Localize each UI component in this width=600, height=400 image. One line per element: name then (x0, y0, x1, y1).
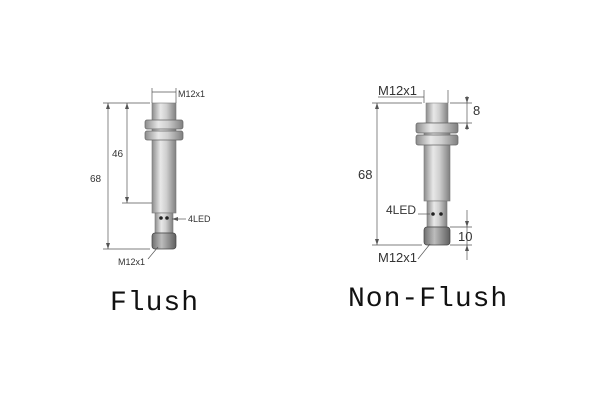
flush-caption: Flush (110, 288, 200, 319)
nonflush-caption: Non-Flush (348, 284, 509, 315)
flush-sensor-barrel (151, 102, 177, 214)
flush-thread-bottom-label: M12x1 (118, 257, 145, 267)
nonflush-led-label: 4LED (386, 203, 416, 217)
nonflush-dim-10-label: 10 (458, 229, 472, 244)
nonflush-sensor: M12x1 8 68 4LED 10 M12x1 (358, 83, 480, 265)
nonflush-dim-8-label: 8 (473, 103, 480, 118)
nonflush-sensor-nut-lower (415, 134, 459, 146)
flush-sensor-connector (154, 212, 174, 234)
flush-dim-46-label: 46 (112, 149, 124, 160)
nonflush-dimension-lines (372, 90, 472, 260)
flush-dim-68-label: 68 (90, 174, 102, 185)
flush-sensor-led-dot-2 (165, 216, 169, 220)
nonflush-sensor-tip (425, 102, 449, 124)
flush-led-label: 4LED (188, 214, 211, 224)
flush-sensor: M12x1 46 68 4LED M12x1 (90, 88, 211, 267)
flush-sensor-nut-upper (144, 119, 184, 130)
nonflush-thread-top-label: M12x1 (378, 83, 417, 98)
nonflush-sensor-led-dot-2 (439, 212, 443, 216)
flush-thread-top-label: M12x1 (178, 89, 205, 99)
flush-sensor-led-dot-1 (159, 216, 163, 220)
flush-dimension-lines (103, 88, 186, 260)
nonflush-dim-68-label: 68 (358, 167, 372, 182)
nonflush-sensor-led-dot-1 (431, 212, 435, 216)
nonflush-sensor-plug (423, 226, 451, 246)
nonflush-sensor-nut-upper (415, 122, 459, 134)
flush-sensor-nut-lower (144, 130, 184, 141)
nonflush-thread-bottom-label: M12x1 (378, 250, 417, 265)
flush-sensor-plug (151, 232, 177, 250)
